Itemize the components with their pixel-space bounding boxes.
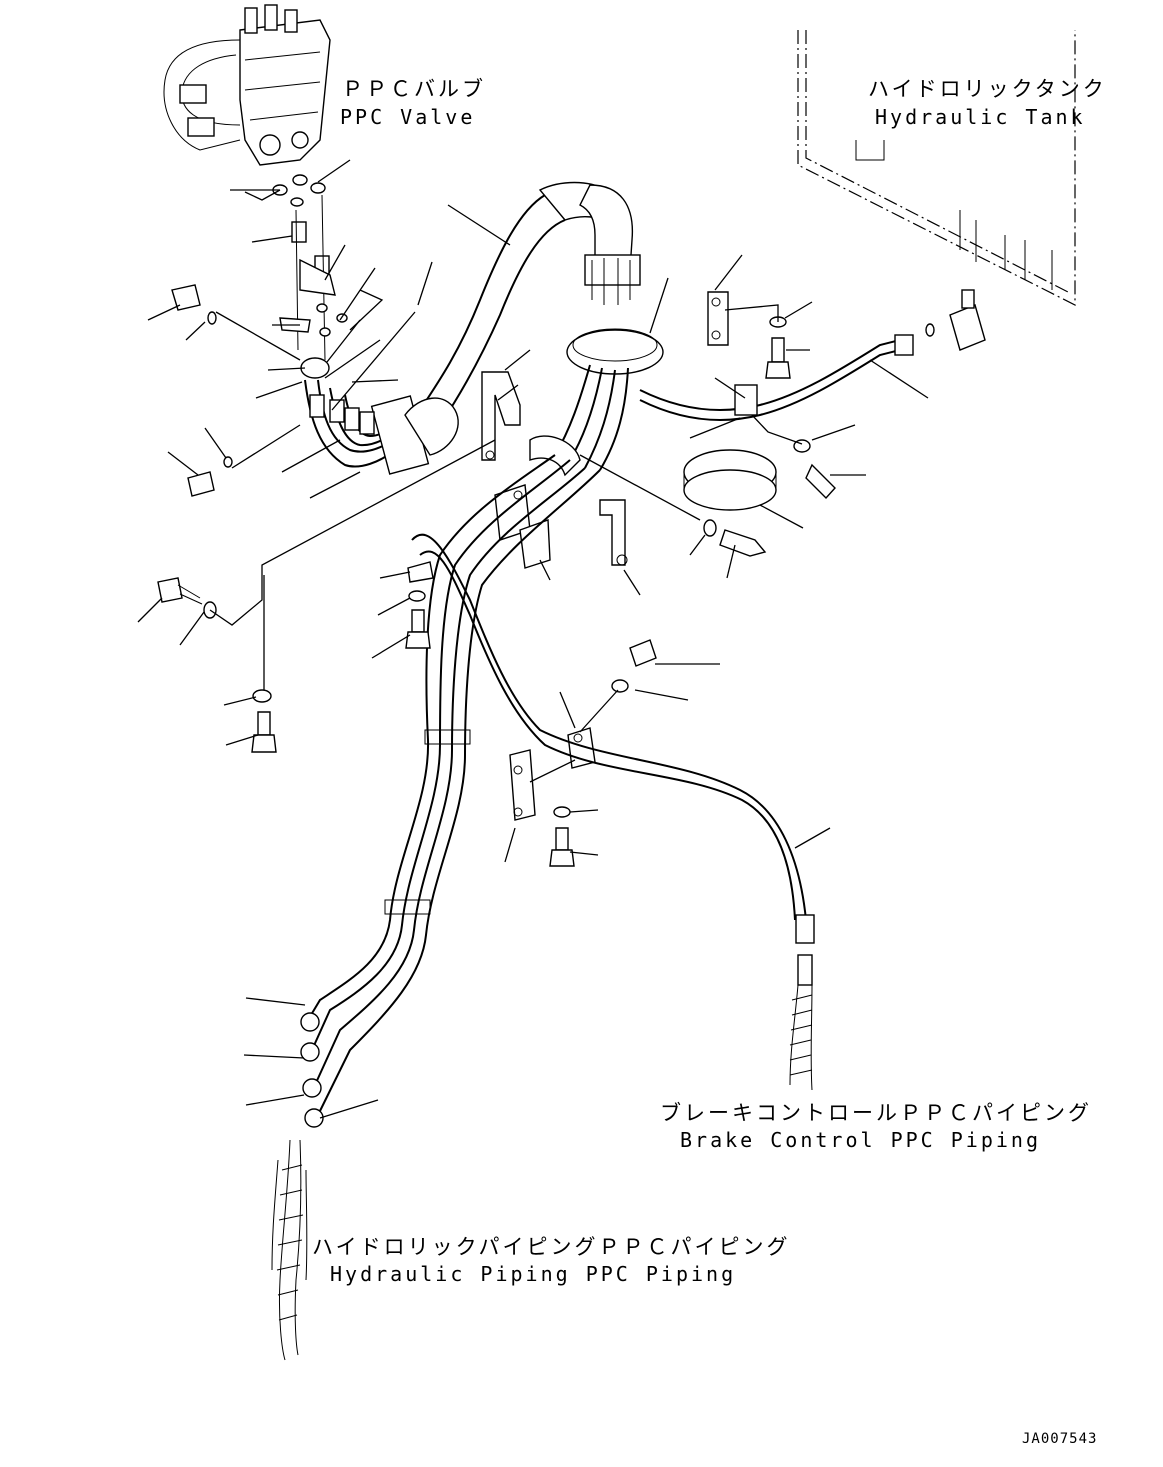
brake-piping-label-jp: ブレーキコントロールＰＰＣパイピング xyxy=(660,1101,1092,1125)
cover-plate xyxy=(683,449,777,511)
hydraulic-hose-continuation xyxy=(271,1139,308,1361)
ppc-valve-label-en: PPC Valve xyxy=(340,105,475,129)
hydraulic-tank-label-jp: ハイドロリックタンク xyxy=(868,77,1107,101)
tank-flange xyxy=(554,254,664,471)
brake-hose-continuation xyxy=(789,984,813,1091)
leader-lines xyxy=(137,159,929,1119)
hydraulic-piping-label-jp: ハイドロリックパイピングＰＰＣパイピング xyxy=(312,1235,791,1259)
suction-hose xyxy=(404,181,634,456)
brake-ppc-lower-hose xyxy=(411,533,815,986)
valve-hose-bundle xyxy=(304,379,430,475)
hydraulic-tank-outline xyxy=(797,30,1076,306)
hydraulic-ppc-hose-bundle xyxy=(300,454,601,1128)
hose-clamps xyxy=(407,435,596,769)
ppc-valve-label-jp: ＰＰＣバルブ xyxy=(342,77,486,101)
ppc-valve xyxy=(163,4,331,166)
valve-fittings xyxy=(272,174,348,379)
hydraulic-piping-label-en: Hydraulic Piping PPC Piping xyxy=(330,1262,736,1286)
drawing-number: JA007543 xyxy=(1022,1431,1097,1447)
bolts-and-washers xyxy=(157,284,836,867)
brake-ppc-upper-hose xyxy=(639,289,986,421)
brake-piping-label-en: Brake Control PPC Piping xyxy=(680,1128,1041,1152)
hydraulic-tank-label-en: Hydraulic Tank xyxy=(875,105,1086,129)
brackets xyxy=(481,291,729,821)
